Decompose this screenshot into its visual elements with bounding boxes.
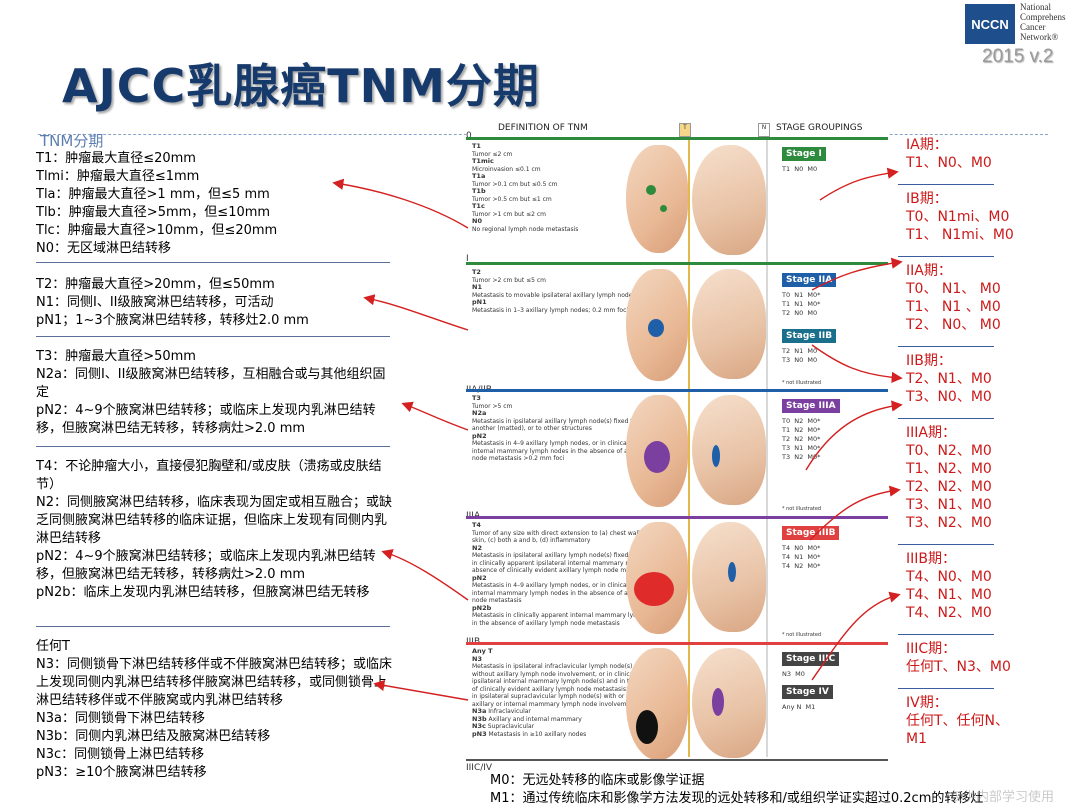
stage-iiib-groups: T4 N0 M0* T4 N1 M0* T4 N2 M0*	[782, 544, 821, 570]
tumor-mark	[634, 572, 674, 606]
stage-iiib-box: Stage IIIB	[782, 526, 840, 540]
stage-iib-box: Stage IIB	[782, 329, 837, 343]
nccn-logo-name: National Comprehens Cancer Network®	[1020, 2, 1066, 42]
watermark: 仅供内部学习使用	[950, 790, 1055, 805]
stage-ib: IB期： T0、N1mi、M0 T1、 N1mi、M0	[906, 191, 1014, 243]
stage-iib-groups: T2 N1 M0 T3 N0 M0	[782, 347, 818, 364]
t-column-divider	[688, 137, 690, 757]
page-title: AJCC乳腺癌TNM分期	[62, 59, 540, 113]
stage-iiic-groups: N3 M0	[782, 670, 805, 678]
arrow-t3	[401, 401, 469, 431]
band-line-green	[466, 262, 888, 265]
stage-iiib: IIIB期： T4、N0、M0 T4、N1、M0 T4、N2、M0	[906, 551, 992, 621]
band-label-0: 0	[466, 131, 472, 141]
lymph-node-mark	[712, 445, 720, 467]
stage-iv-groups: Any N M1	[782, 703, 816, 711]
stage-iiia: IIIA期： T0、N2、M0 T1、N2、M0 T2、N2、M0 T3、N1、…	[906, 425, 992, 531]
band-line-purple	[466, 516, 888, 519]
stage-iiic: IIIC期： 任何T、N3、M0	[906, 641, 1011, 675]
not-illustrated-note: * not illustrated	[782, 506, 822, 512]
m-definitions: M0：无远处转移的临床或影像学证据 M1：通过传统临床和影像学方法发现的远处转移…	[490, 773, 984, 806]
stage-i-groups: T1 N0 M0	[782, 165, 818, 173]
stage-separator	[898, 544, 994, 545]
tumor-mark	[644, 441, 670, 473]
version-label: 2015 v.2	[982, 46, 1054, 67]
t4-block: T4：不论肿瘤大小，直接侵犯胸壁和/或皮肤（溃疡或皮肤结节） N2：同侧腋窝淋巴…	[36, 459, 392, 600]
stage-ia: IA期： T1、N0、M0	[906, 137, 992, 171]
tumor-mark	[636, 710, 658, 744]
lymph-node-mark	[728, 562, 736, 582]
stage-separator	[898, 184, 994, 185]
t3-block: T3：肿瘤最大直径>50mm N2a：同侧I、II级腋窝淋巴结转移，互相融合或与…	[36, 349, 386, 436]
stage-iia: IIA期： T0、 N1、 M0 T1、 N1 、M0 T2、 N0、 M0	[906, 263, 1001, 333]
n-column-tag: N	[758, 123, 770, 137]
band-line-gray	[466, 759, 888, 761]
band-line-blue	[466, 389, 888, 392]
tumor-mark	[646, 185, 656, 195]
arrow-t4	[381, 549, 469, 601]
breast-illustration	[692, 269, 766, 379]
stage-iv-box: Stage IV	[782, 685, 833, 699]
stage-separator	[898, 346, 994, 347]
band-line-green	[466, 137, 888, 140]
stage-separator	[898, 418, 994, 419]
block-separator	[36, 262, 390, 263]
t-column-tag: T	[679, 123, 691, 137]
stage-iia-box: Stage IIA	[782, 273, 837, 287]
tnm-heading: TNM分期	[40, 132, 104, 150]
breast-illustration	[692, 648, 766, 758]
stage-column-header: STAGE GROUPINGS	[776, 123, 863, 133]
breast-illustration	[692, 145, 766, 255]
not-illustrated-note: * not illustrated	[782, 380, 822, 386]
stage-separator	[898, 688, 994, 689]
tnm-figure: DEFINITION OF TNM STAGE GROUPINGS T N 0 …	[466, 123, 888, 773]
n3-block: 任何T N3：同侧锁骨下淋巴结转移伴或不伴腋窝淋巴结转移；或临床上发现同侧内乳淋…	[36, 639, 392, 780]
breast-illustration	[626, 395, 688, 507]
t2-block: T2：肿瘤最大直径>20mm，但≤50mm N1：同侧I、II级腋窝淋巴结转移，…	[36, 277, 309, 328]
n-column-divider	[766, 137, 768, 757]
band-line-red	[466, 642, 888, 645]
breast-illustration	[692, 395, 766, 505]
band-label-1: I	[466, 254, 469, 264]
stage-i-box: Stage I	[782, 147, 826, 161]
stage-iia-groups: T0 N1 M0* T1 N1 M0* T2 N0 M0	[782, 291, 821, 317]
breast-illustration	[626, 145, 688, 253]
t1-block: T1：肿瘤最大直径≤20mm Tlmi：肿瘤最大直径≤1mm Tla：肿瘤最大直…	[36, 151, 278, 256]
block-separator	[36, 446, 390, 447]
stage-iiia-groups: T0 N2 M0* T1 N2 M0* T2 N2 M0* T3 N1 M0* …	[782, 417, 821, 461]
stage-iiia-box: Stage IIIA	[782, 399, 840, 413]
stage-iib: IIB期： T2、N1、M0 T3、N0、M0	[906, 353, 992, 405]
block-separator	[36, 336, 390, 337]
nccn-logo: NCCN	[965, 4, 1015, 44]
band-label-5: IIIC/IV	[466, 763, 493, 773]
stage-separator	[898, 634, 994, 635]
breast-illustration	[626, 522, 688, 634]
not-illustrated-note: * not illustrated	[782, 632, 822, 638]
stage-iv: IV期： 任何T、任何N、 M1	[906, 695, 1010, 747]
breast-illustration	[626, 269, 688, 381]
tumor-mark	[648, 319, 664, 337]
stage-iiic-box: Stage IIIC	[782, 652, 840, 666]
breast-illustration	[692, 522, 766, 632]
tumor-mark	[660, 205, 667, 212]
stage-separator	[898, 256, 994, 257]
breast-illustration	[626, 648, 688, 760]
block-separator	[36, 626, 390, 627]
lymph-node-mark	[712, 688, 724, 716]
definition-column-header: DEFINITION OF TNM	[498, 123, 588, 133]
